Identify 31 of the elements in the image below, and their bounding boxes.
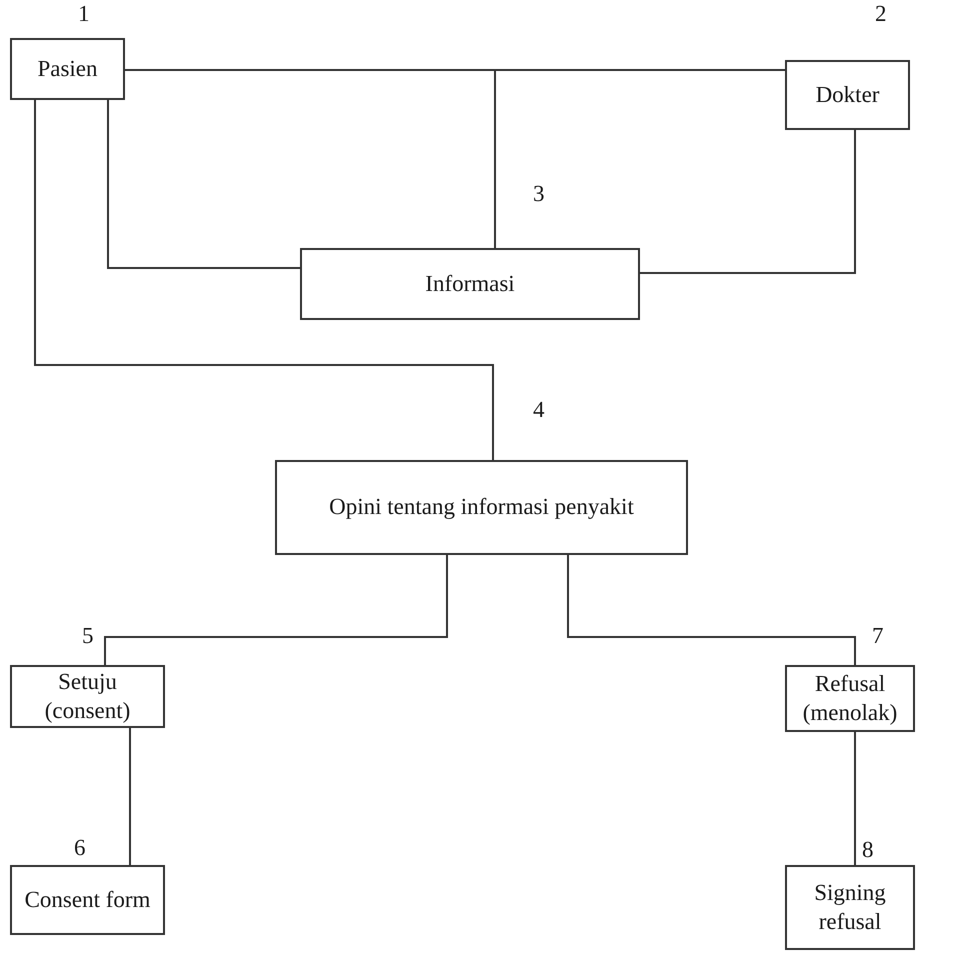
step-number: 4 [533,398,544,421]
connector-line [129,728,131,865]
step-number: 8 [862,838,874,861]
process-box [10,38,125,100]
process-box [10,665,165,728]
process-box [10,865,165,935]
step-number: 1 [78,2,90,25]
process-box [785,865,915,950]
box-text: Setuju (consent) [44,668,132,725]
connector-line [104,555,448,665]
box-text: Signing refusal [813,878,887,936]
box-text: Opini tentang informasi penyakit [329,493,634,522]
process-box [300,248,640,320]
box-text: Refusal (menolak) [802,670,898,727]
connector-line [34,100,494,460]
box-text: Dokter [816,80,880,109]
step-number: 7 [872,624,884,647]
process-box [275,460,688,555]
connector-line [107,100,300,269]
process-box [785,60,910,130]
box-text: Consent form [24,886,150,914]
step-number: 3 [533,182,544,205]
connector-line [567,555,856,665]
step-number: 6 [74,836,86,859]
process-box [785,665,915,732]
connector-line [854,732,856,865]
box-text: Informasi [425,270,515,298]
step-number: 5 [82,624,94,647]
connector-line [640,130,856,274]
step-number: 2 [875,2,886,25]
box-text: Pasien [37,54,98,83]
